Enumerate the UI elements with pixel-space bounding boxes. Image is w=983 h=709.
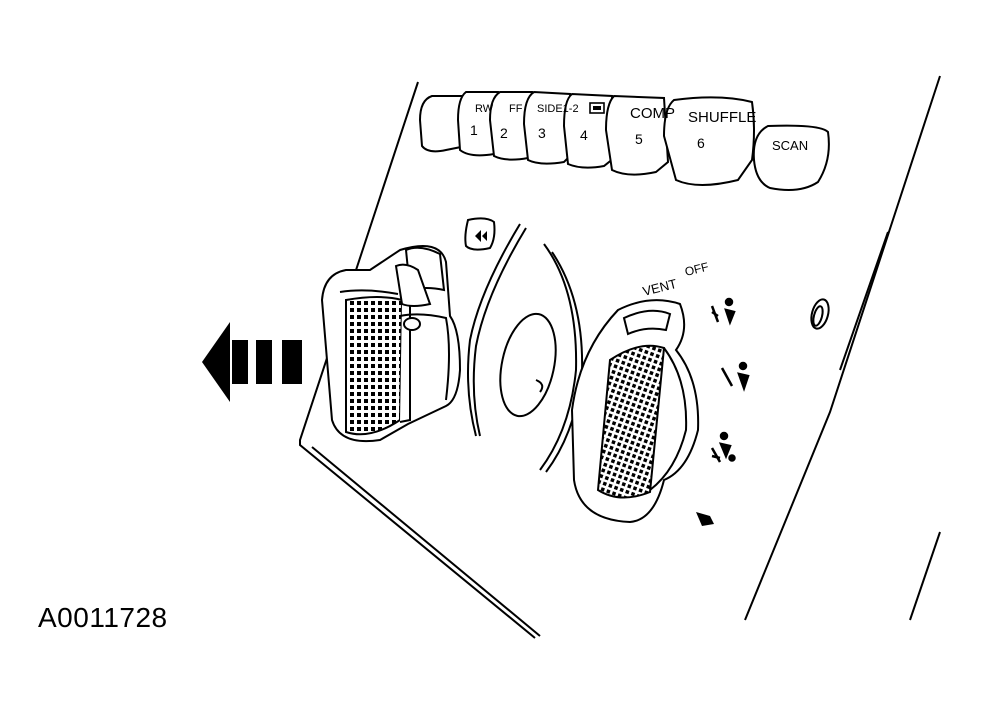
vent-label: VENT xyxy=(641,276,678,299)
preset-button-row xyxy=(418,90,830,191)
off-label: OFF xyxy=(683,260,710,279)
preset-3-number: 3 xyxy=(538,125,546,141)
preset-3-top: SIDE1-2 xyxy=(537,103,579,115)
preset-1-number: 1 xyxy=(470,122,478,138)
preset-5-top: COMP xyxy=(630,105,675,122)
figure-id-label: A0011728 xyxy=(38,602,168,633)
preset-6-top: SHUFFLE xyxy=(688,109,756,126)
preset-6-number: 6 xyxy=(697,135,705,151)
preset-5-number: 5 xyxy=(635,131,643,147)
preset-button-6[interactable] xyxy=(662,96,755,186)
preset-2-number: 2 xyxy=(500,125,508,141)
floor-icon xyxy=(720,361,750,392)
tape-icon xyxy=(589,102,605,114)
preset-2-top: FF xyxy=(509,103,523,115)
panel-floor-icon xyxy=(710,431,736,463)
preset-labels: RW 1 FF 2 SIDE1-2 3 4 COMP 5 SHUFFLE 6 S… xyxy=(470,102,808,153)
preset-4-number: 4 xyxy=(580,127,588,143)
removal-arrow-icon xyxy=(202,322,302,402)
preset-1-top: RW xyxy=(475,103,494,115)
scan-button[interactable] xyxy=(752,124,830,191)
panel-icon xyxy=(696,512,714,526)
defrost-icon xyxy=(710,297,736,326)
mode-selector-knob[interactable] xyxy=(570,299,700,524)
eject-button[interactable] xyxy=(464,217,496,251)
panel-outline xyxy=(299,75,941,639)
knob-shaft xyxy=(499,312,557,418)
eject-icon xyxy=(475,230,487,242)
left-control-knob[interactable] xyxy=(320,245,462,442)
recirc-button[interactable] xyxy=(808,297,831,330)
scan-label: SCAN xyxy=(772,138,808,153)
